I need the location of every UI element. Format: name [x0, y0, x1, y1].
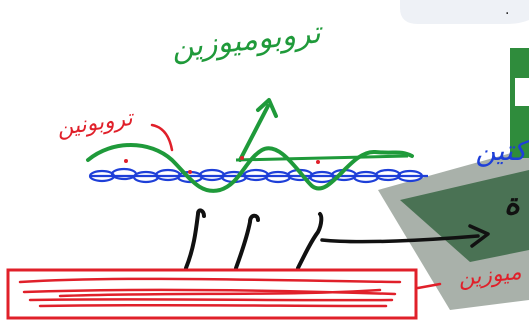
tropomyosin-baseline [235, 154, 409, 162]
tropomyosin-arrow [238, 104, 270, 162]
label-troponin: تروبونين [55, 105, 136, 141]
label-tropomyosin: تروبوميوزين [170, 15, 325, 66]
label-actin: أكتين [475, 132, 529, 167]
tropomyosin-arrowhead [256, 98, 278, 118]
head-pointer-arrowhead [468, 224, 490, 248]
top-panel-fragment [400, 0, 529, 24]
myosin-cross-bridges [184, 208, 324, 270]
dark-green-shape [400, 170, 529, 262]
troponin-dots [124, 156, 320, 174]
white-corner-notch [515, 78, 529, 106]
tropomyosin-strand [86, 143, 414, 193]
troponin-pointer [150, 123, 174, 152]
label-head-fragment: ة [504, 187, 520, 222]
head-pointer-arrow [320, 234, 480, 244]
actin-filament [88, 167, 428, 184]
top-panel-text: . [505, 2, 509, 18]
myosin-filament [6, 268, 418, 320]
myosin-pointer [416, 282, 442, 290]
